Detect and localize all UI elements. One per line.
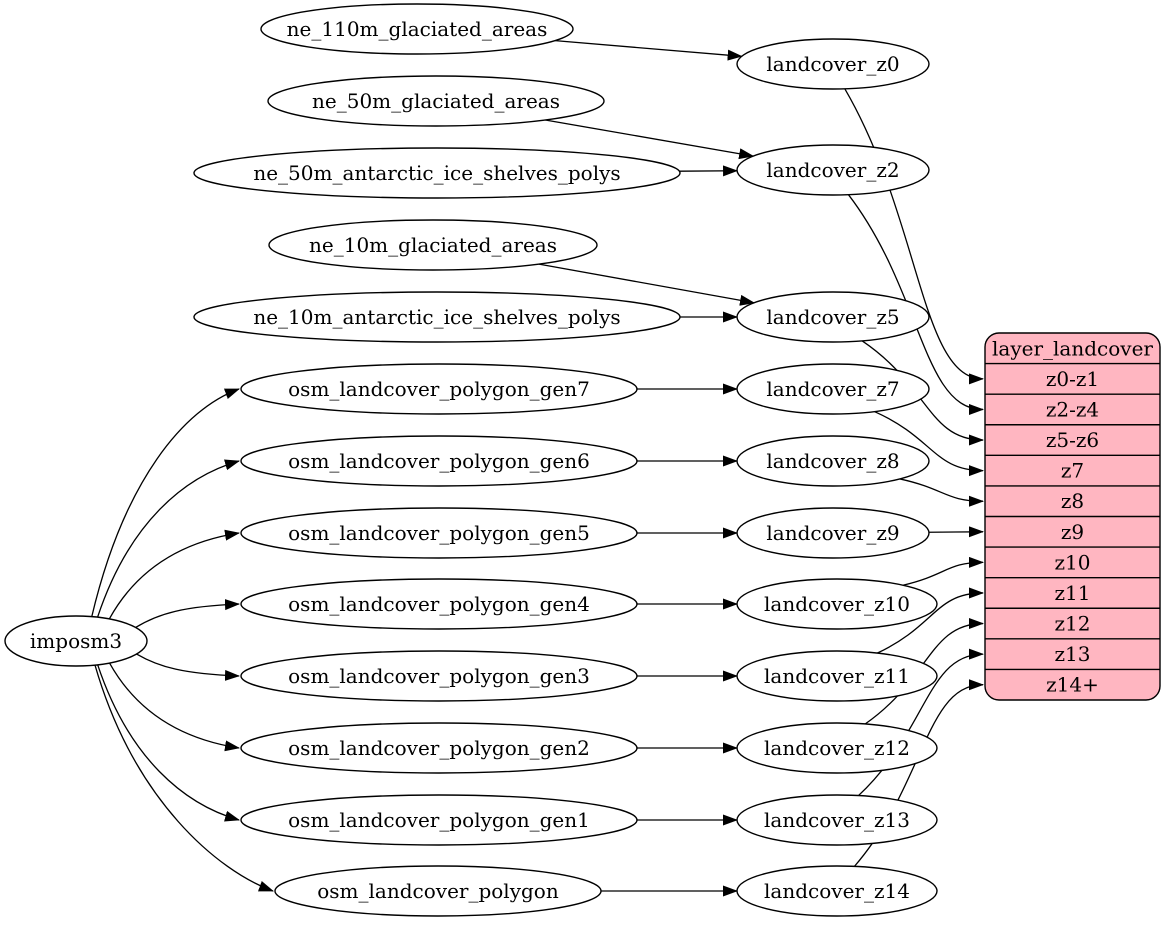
edge-imposm3-to-osm_landcover_polygon_gen3 bbox=[137, 654, 239, 676]
edge-imposm3-to-osm_landcover_polygon_gen1 bbox=[98, 665, 239, 820]
record-row-label: z11 bbox=[1055, 581, 1091, 605]
record-row-label: z2-z4 bbox=[1046, 397, 1099, 421]
record-title: layer_landcover bbox=[992, 336, 1153, 360]
node-label: landcover_z13 bbox=[764, 808, 910, 832]
node-label: landcover_z0 bbox=[766, 52, 899, 76]
node-layer_landcover: layer_landcover z0-z1 z2-z4 z5-z6 z7 z8 z9 z10 z… bbox=[985, 333, 1160, 700]
record-row-label: z14+ bbox=[1046, 673, 1099, 697]
node-osm_landcover_polygon_gen2: osm_landcover_polygon_gen2 bbox=[241, 723, 637, 773]
node-landcover_z14: landcover_z14 bbox=[737, 866, 937, 916]
node-label: landcover_z14 bbox=[764, 879, 910, 903]
record-row-label: z13 bbox=[1055, 642, 1091, 666]
node-osm_landcover_polygon_gen7: osm_landcover_polygon_gen7 bbox=[241, 364, 637, 414]
node-label: landcover_z11 bbox=[764, 664, 910, 688]
node-label: osm_landcover_polygon_gen6 bbox=[288, 449, 590, 473]
node-label: landcover_z7 bbox=[766, 377, 899, 401]
edge-imposm3-to-osm_landcover_polygon_gen2 bbox=[110, 663, 239, 748]
node-label: landcover_z2 bbox=[766, 158, 899, 182]
node-ne_110m_glaciated_areas: ne_110m_glaciated_areas bbox=[261, 4, 573, 54]
node-label: osm_landcover_polygon_gen2 bbox=[288, 736, 590, 760]
node-landcover_z10: landcover_z10 bbox=[737, 579, 937, 629]
node-label: osm_landcover_polygon_gen5 bbox=[288, 521, 590, 545]
node-landcover_z2: landcover_z2 bbox=[737, 145, 929, 195]
node-label: ne_10m_antarctic_ice_shelves_polys bbox=[253, 305, 620, 329]
node-label: osm_landcover_polygon_gen7 bbox=[288, 377, 590, 401]
node-osm_landcover_polygon_gen1: osm_landcover_polygon_gen1 bbox=[241, 795, 637, 845]
node-osm_landcover_polygon_gen6: osm_landcover_polygon_gen6 bbox=[241, 436, 637, 486]
edge-landcover_z10-to-layer_landcover-z10 bbox=[903, 562, 983, 585]
node-landcover_z0: landcover_z0 bbox=[737, 39, 929, 89]
node-landcover_z7: landcover_z7 bbox=[737, 364, 929, 414]
node-ne_10m_antarctic_ice_shelves_polys: ne_10m_antarctic_ice_shelves_polys bbox=[194, 292, 680, 342]
node-label: ne_110m_glaciated_areas bbox=[287, 17, 548, 41]
edge-imposm3-to-osm_landcover_polygon_gen6 bbox=[98, 461, 239, 617]
edge-imposm3-to-osm_landcover_polygon_gen4 bbox=[136, 604, 239, 627]
node-label: landcover_z10 bbox=[764, 592, 910, 616]
record-row-label: z10 bbox=[1055, 550, 1091, 574]
edge-imposm3-to-osm_landcover_polygon_gen7 bbox=[92, 389, 239, 617]
node-ne_50m_antarctic_ice_shelves_polys: ne_50m_antarctic_ice_shelves_polys bbox=[194, 148, 680, 198]
node-label: osm_landcover_polygon_gen3 bbox=[288, 664, 590, 688]
nodes-layer: imposm3 ne_110m_glaciated_areas ne_50m_gla… bbox=[5, 4, 937, 916]
record-row-label: z8 bbox=[1061, 489, 1084, 513]
edge-landcover_z8-to-layer_landcover-z8 bbox=[900, 479, 983, 501]
record-row-label: z9 bbox=[1061, 520, 1084, 544]
node-ne_50m_glaciated_areas: ne_50m_glaciated_areas bbox=[268, 76, 604, 126]
node-osm_landcover_polygon_gen4: osm_landcover_polygon_gen4 bbox=[241, 579, 637, 629]
node-label: imposm3 bbox=[30, 629, 122, 653]
node-label: ne_50m_antarctic_ice_shelves_polys bbox=[253, 161, 620, 185]
node-landcover_z8: landcover_z8 bbox=[737, 436, 929, 486]
node-label: landcover_z12 bbox=[764, 736, 910, 760]
node-label: ne_10m_glaciated_areas bbox=[309, 233, 557, 257]
node-label: landcover_z5 bbox=[766, 305, 899, 329]
node-landcover_z5: landcover_z5 bbox=[737, 292, 929, 342]
node-landcover_z11: landcover_z11 bbox=[737, 651, 937, 701]
node-landcover_z13: landcover_z13 bbox=[737, 795, 937, 845]
node-osm_landcover_polygon_gen3: osm_landcover_polygon_gen3 bbox=[241, 651, 637, 701]
record-row-label: z7 bbox=[1061, 459, 1084, 483]
node-label: osm_landcover_polygon_gen4 bbox=[288, 592, 590, 616]
record-row-label: z12 bbox=[1055, 612, 1091, 636]
node-landcover_z12: landcover_z12 bbox=[737, 723, 937, 773]
edge-ne_50m_glaciated_areas-to-landcover_z2 bbox=[545, 120, 753, 156]
node-osm_landcover_polygon_gen5: osm_landcover_polygon_gen5 bbox=[241, 508, 637, 558]
record-row-label: z5-z6 bbox=[1046, 428, 1099, 452]
node-label: landcover_z9 bbox=[766, 521, 899, 545]
edge-imposm3-to-osm_landcover_polygon bbox=[95, 665, 273, 891]
node-ne_10m_glaciated_areas: ne_10m_glaciated_areas bbox=[269, 220, 597, 270]
edge-imposm3-to-osm_landcover_polygon_gen5 bbox=[109, 533, 239, 619]
edge-ne_110m_glaciated_areas-to-landcover_z0 bbox=[555, 41, 742, 57]
node-label: osm_landcover_polygon_gen1 bbox=[288, 808, 590, 832]
node-label: landcover_z8 bbox=[766, 449, 899, 473]
record-row-label: z0-z1 bbox=[1046, 367, 1099, 391]
node-osm_landcover_polygon: osm_landcover_polygon bbox=[275, 866, 601, 916]
node-label: osm_landcover_polygon bbox=[317, 879, 559, 903]
node-imposm3: imposm3 bbox=[5, 616, 147, 666]
node-label: ne_50m_glaciated_areas bbox=[312, 89, 560, 113]
node-landcover_z9: landcover_z9 bbox=[737, 508, 929, 558]
